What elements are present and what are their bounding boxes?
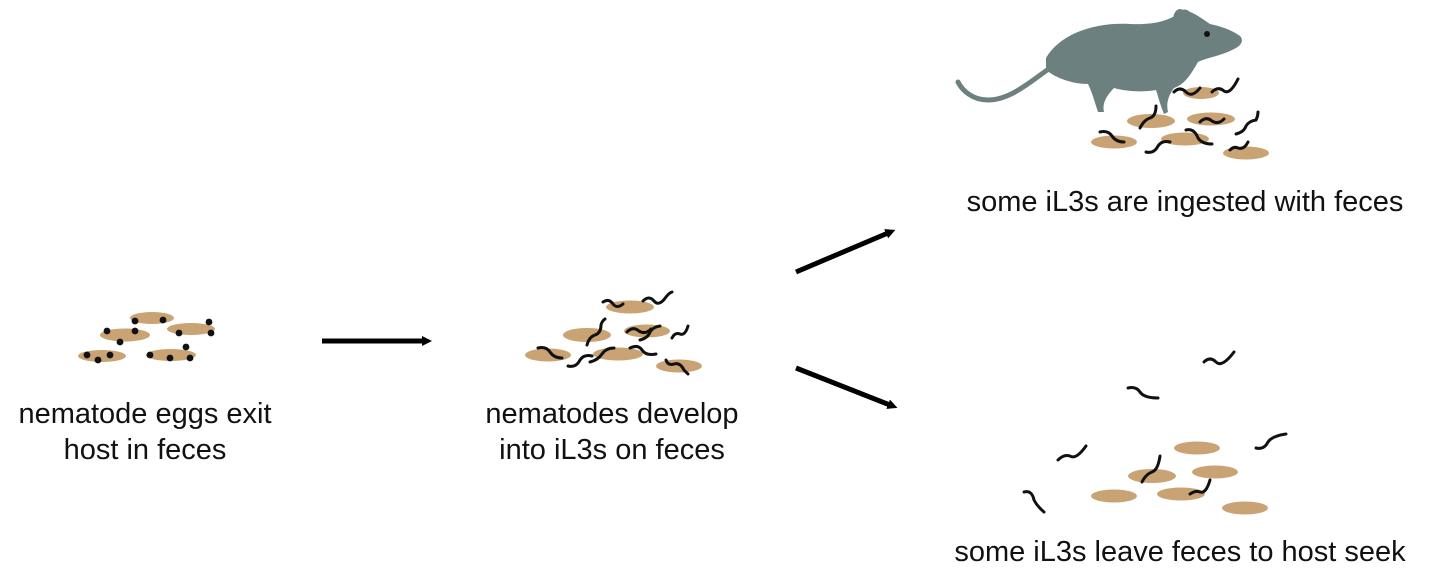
- feces-larvae-icon: [1091, 77, 1269, 160]
- arrow-icon: [795, 365, 898, 409]
- feces-larvae-icon: [525, 290, 702, 376]
- eggs-label-line2: host in feces: [63, 434, 227, 466]
- feces-larvae-icon: [1022, 350, 1288, 515]
- il3-label-line2: into iL3s on feces: [499, 434, 725, 466]
- feces-eggs-icon: [78, 312, 215, 364]
- eggs-label-line1: nematode eggs exit: [18, 398, 272, 430]
- host-seek-label: some iL3s leave feces to host seek: [954, 536, 1406, 568]
- il3-label-line1: nematodes develop: [485, 398, 739, 430]
- ingested-label: some iL3s are ingested with feces: [966, 186, 1404, 218]
- eggs-label: nematode eggs exit host in feces: [0, 396, 290, 468]
- mouse-icon: [955, 9, 1242, 114]
- arrow-icon: [795, 229, 896, 275]
- il3-label: nematodes develop into iL3s on feces: [462, 396, 762, 468]
